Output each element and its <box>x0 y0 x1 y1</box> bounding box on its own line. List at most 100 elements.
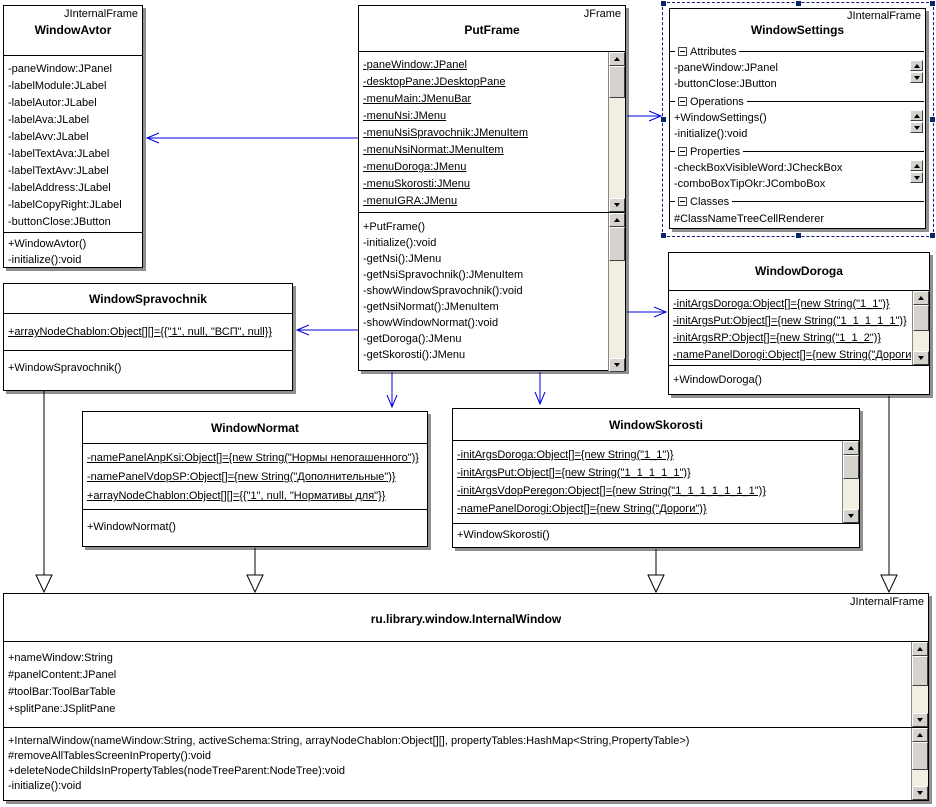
box-minus-icon[interactable] <box>678 197 687 206</box>
scroll-down-button[interactable] <box>913 351 929 365</box>
scroll-up-button[interactable] <box>609 213 625 227</box>
selection-handle[interactable] <box>930 1 935 6</box>
selection-frame-window-settings[interactable]: JInternalFrame WindowSettings Attributes… <box>661 1 935 238</box>
box-minus-icon[interactable] <box>678 97 687 106</box>
arrow-up-icon <box>913 113 920 118</box>
class-header: JFrame PutFrame <box>359 6 625 51</box>
attribute-row: -labelAvv:JLabel <box>8 131 89 143</box>
scrollbar-thumb[interactable] <box>609 227 625 261</box>
class-put-frame[interactable]: JFrame PutFrame -paneWindow:JPanel -desk… <box>358 5 626 372</box>
operation-row: +WindowAvtor() <box>8 238 87 250</box>
scroll-up-button[interactable] <box>609 52 625 66</box>
scroll-up-button[interactable] <box>912 642 928 656</box>
section-header-attributes: Attributes <box>670 44 925 59</box>
scroll-down-button[interactable] <box>912 786 928 800</box>
operations-compartment: +WindowAvtor() -initialize():void <box>4 232 142 267</box>
scrollbar-thumb[interactable] <box>913 305 929 331</box>
operation-row: -initialize():void <box>8 254 82 266</box>
attribute-row: #panelContent:JPanel <box>8 669 117 681</box>
generalization-triangle <box>35 574 53 594</box>
scroll-down-button[interactable] <box>609 358 625 372</box>
arrow-down-icon <box>913 175 920 180</box>
scrollbar-thumb[interactable] <box>912 742 928 770</box>
attribute-row: -menuIGRA:JMenu <box>363 195 458 207</box>
class-title: WindowNormat <box>211 421 299 435</box>
scrollbar[interactable] <box>911 642 928 727</box>
attribute-row: -initArgsPut:Object[]={new String("1_1_1… <box>457 467 691 479</box>
scroll-down-button[interactable] <box>609 198 625 212</box>
attribute-row: -namePanelAnpKsi:Object[]={new String("Н… <box>87 452 419 464</box>
scrollbar-thumb[interactable] <box>843 455 859 479</box>
scrollbar[interactable] <box>842 441 859 523</box>
scrollbar[interactable] <box>608 213 625 372</box>
scroll-up-button[interactable] <box>843 441 859 455</box>
generalization-triangle <box>246 574 264 594</box>
scroll-up-button[interactable] <box>910 60 923 71</box>
scroll-up-button[interactable] <box>913 291 929 305</box>
attributes-compartment: -paneWindow:JPanel -labelModule:JLabel -… <box>4 55 142 232</box>
scroll-down-button[interactable] <box>912 713 928 727</box>
class-header: WindowSpravochnik <box>4 284 292 313</box>
class-internal-window[interactable]: JInternalFrame ru.library.window.Interna… <box>3 593 929 801</box>
arrow-down-icon <box>913 75 920 80</box>
attribute-row: -labelTextAvv:JLabel <box>8 165 109 177</box>
selection-handle[interactable] <box>796 1 801 6</box>
class-window-doroga[interactable]: WindowDoroga -initArgsDoroga:Object[]={n… <box>668 252 930 395</box>
arrowhead-open-down <box>534 391 546 406</box>
attribute-row: -buttonClose:JButton <box>674 78 777 90</box>
arrowhead-open-right <box>653 306 668 318</box>
scroll-up-button[interactable] <box>912 728 928 742</box>
scroll-down-button[interactable] <box>910 122 923 133</box>
class-window-skorosti[interactable]: WindowSkorosti -initArgsDoroga:Object[]=… <box>452 408 860 548</box>
class-window-avtor[interactable]: JInternalFrame WindowAvtor -paneWindow:J… <box>3 5 143 268</box>
operations-compartment: +InternalWindow(nameWindow:String, activ… <box>4 727 928 800</box>
operation-row: -initialize():void <box>674 128 748 140</box>
box-minus-icon[interactable] <box>678 147 687 156</box>
class-window-settings[interactable]: JInternalFrame WindowSettings Attributes… <box>669 8 926 229</box>
scrollbar[interactable] <box>608 52 625 212</box>
class-title: WindowSkorosti <box>609 418 703 432</box>
mini-scrollbar[interactable] <box>910 160 923 184</box>
section-label: Operations <box>690 95 744 108</box>
scrollbar-thumb[interactable] <box>912 656 928 686</box>
selection-handle[interactable] <box>661 233 666 238</box>
scroll-down-button[interactable] <box>910 72 923 83</box>
scroll-up-button[interactable] <box>910 160 923 171</box>
operation-row: +InternalWindow(nameWindow:String, activ… <box>8 735 690 747</box>
divider <box>746 101 924 102</box>
attribute-row: #toolBar:ToolBarTable <box>8 686 116 698</box>
operation-row: +WindowSettings() <box>674 112 767 124</box>
box-minus-icon[interactable] <box>678 47 687 56</box>
scrollbar[interactable] <box>911 728 928 800</box>
classes-section: #ClassNameTreeCellRenderer <box>670 209 925 231</box>
arrow-up-icon <box>614 57 620 61</box>
selection-handle[interactable] <box>930 233 935 238</box>
class-window-normat[interactable]: WindowNormat -namePanelAnpKsi:Object[]={… <box>82 411 428 547</box>
scrollbar[interactable] <box>912 291 929 365</box>
attribute-row: -menuDoroga:JMenu <box>363 161 467 173</box>
selection-handle[interactable] <box>661 117 666 122</box>
selection-handle[interactable] <box>661 1 666 6</box>
scrollbar-thumb[interactable] <box>609 66 625 98</box>
scroll-up-button[interactable] <box>910 110 923 121</box>
attribute-row: -labelModule:JLabel <box>8 80 107 92</box>
attribute-row: -namePanelDorogi:Object[]={new String("Д… <box>457 503 707 515</box>
selection-handle[interactable] <box>796 233 801 238</box>
attribute-row: -labelCopyRight:JLabel <box>8 199 122 211</box>
attribute-row: -desktopPane:JDesktopPane <box>363 76 506 88</box>
operation-row: +deleteNodeChildsInPropertyTables(nodeTr… <box>8 765 346 777</box>
divider <box>670 151 675 152</box>
scroll-down-button[interactable] <box>843 509 859 523</box>
arrow-up-icon <box>917 647 923 651</box>
operation-row: -getSkorosti():JMenu <box>363 349 466 361</box>
attribute-row: -menuNsi:JMenu <box>363 110 447 122</box>
selection-handle[interactable] <box>930 117 935 122</box>
class-header: JInternalFrame ru.library.window.Interna… <box>4 594 928 641</box>
mini-scrollbar[interactable] <box>910 110 923 134</box>
mini-scrollbar[interactable] <box>910 60 923 84</box>
stereotype-label: JInternalFrame <box>64 8 138 20</box>
scroll-down-button[interactable] <box>910 172 923 183</box>
divider <box>670 201 675 202</box>
stereotype-label: JInternalFrame <box>850 596 924 608</box>
class-window-spravochnik[interactable]: WindowSpravochnik +arrayNodeChablon:Obje… <box>3 283 293 391</box>
